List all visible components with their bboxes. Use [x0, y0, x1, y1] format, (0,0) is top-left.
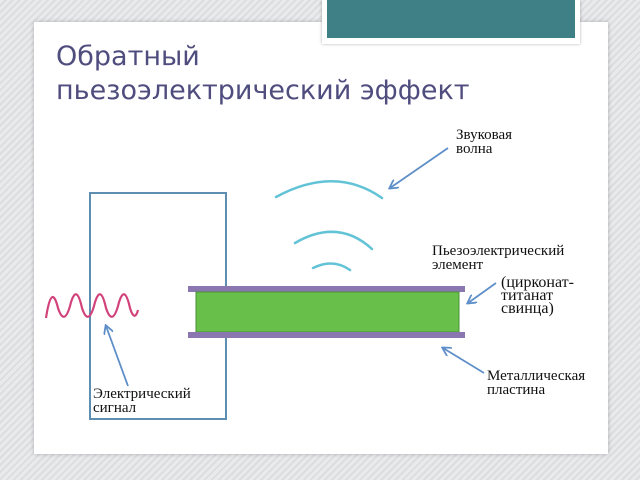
- arrow-sound-wave: [390, 147, 449, 188]
- sound-arc-small: [311, 262, 352, 272]
- title-line-1: Обратный: [56, 41, 200, 72]
- sound-arc-large: [274, 180, 384, 200]
- label-electric-signal: Электрический сигнал: [93, 386, 191, 416]
- electric-signal-wave: [44, 293, 140, 319]
- slide-canvas: [34, 22, 608, 454]
- arrow-electric-signal: [106, 326, 129, 387]
- label-piezo-element: Пьезоэлектрический элемент: [432, 243, 565, 273]
- label-material: (цирконат- титанат свинца): [501, 274, 574, 317]
- page-title: Обратный пьезоэлектрический эффект: [56, 40, 576, 108]
- header-tab: [322, 0, 580, 44]
- piezo-element: [195, 291, 460, 333]
- metal-plate-bottom: [188, 332, 465, 338]
- circuit-wire: [89, 192, 227, 420]
- sound-arc-medium: [293, 230, 374, 251]
- header-accent-block: [327, 0, 575, 38]
- arrow-material: [468, 282, 497, 303]
- label-metal-plate: Металлическая пластина: [487, 368, 586, 398]
- label-sound-wave: Звуковая волна: [456, 127, 513, 157]
- arrow-metal-plate: [443, 348, 485, 374]
- metal-plate-top: [188, 286, 465, 292]
- title-line-2: пьезоэлектрический эффект: [56, 75, 470, 106]
